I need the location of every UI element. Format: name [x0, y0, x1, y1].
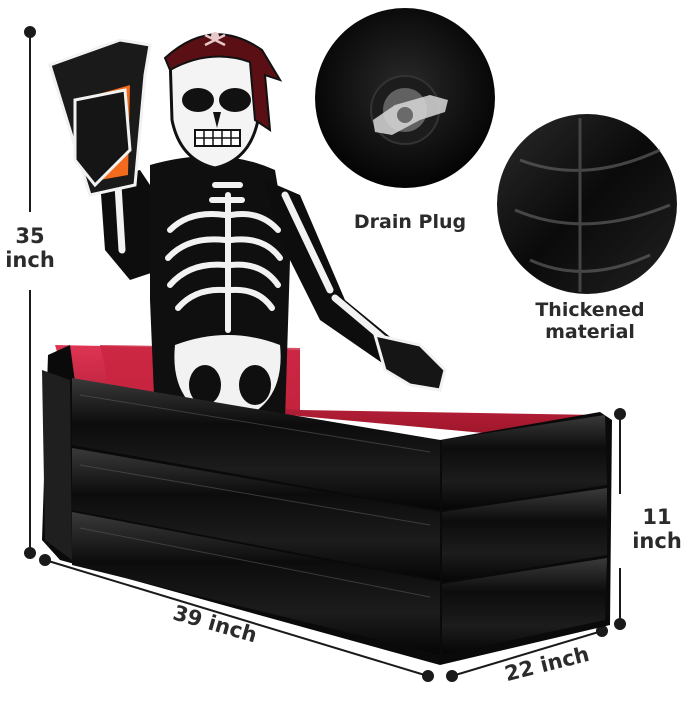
thickened-material-line2: material [545, 320, 635, 343]
depth-dimension-label: 11 inch [622, 505, 692, 553]
drain-plug-label: Drain Plug [353, 211, 467, 233]
drain-plug-inset [315, 8, 495, 188]
depth-unit: inch [632, 529, 682, 554]
material-inset [497, 114, 677, 294]
height-value: 35 [15, 224, 45, 248]
thickened-material-line1: Thickened [535, 299, 645, 321]
height-unit: inch [5, 248, 55, 273]
coffin-body [42, 345, 612, 665]
dimension-lines [24, 26, 626, 682]
skeleton-figure [48, 32, 447, 420]
height-dimension-label: 35 inch [2, 224, 58, 272]
thickened-material-label: Thickened material [510, 299, 670, 344]
depth-value: 11 [642, 505, 672, 529]
